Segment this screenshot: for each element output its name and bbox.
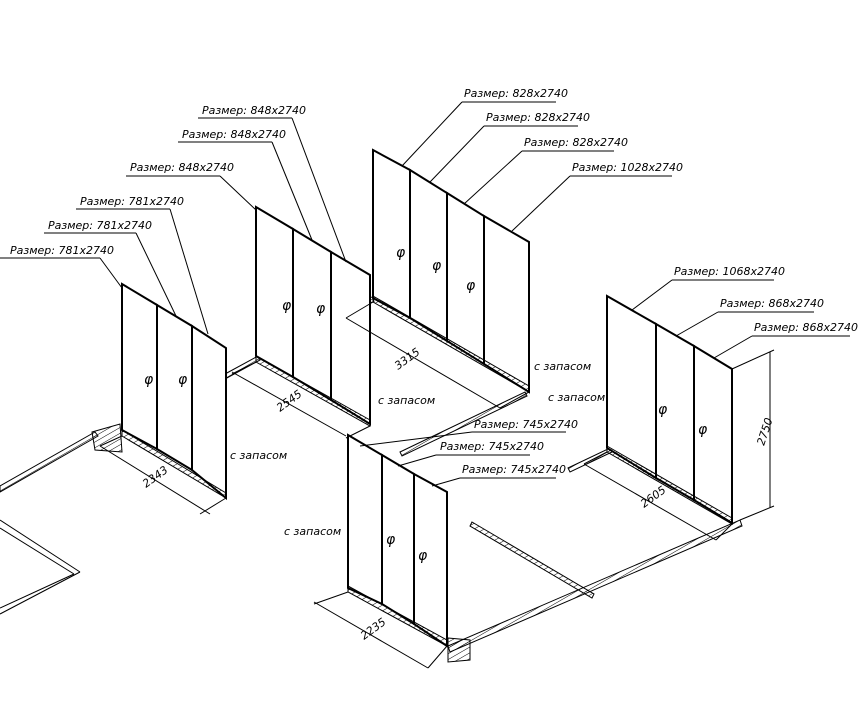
panel-g3-1 <box>372 148 411 320</box>
size-label: Размер: 1068x2740 <box>674 265 785 278</box>
size-label: Размер: 745x2740 <box>462 463 566 476</box>
leader-line <box>431 477 461 487</box>
panel-mark: φ <box>396 245 406 261</box>
leader-line <box>99 257 123 289</box>
leader-line <box>631 279 673 311</box>
panel-g3-2 <box>409 168 448 343</box>
dimension-line <box>99 445 211 515</box>
wall-corner-g4 <box>447 637 471 663</box>
extension-line <box>583 451 608 465</box>
panel-g2-2 <box>292 227 332 402</box>
margin-note: с запасом <box>548 391 605 404</box>
floor-edge-left-3 <box>0 527 75 575</box>
panel-g2-1 <box>255 205 294 379</box>
size-label: Размер: 848x2740 <box>182 128 286 141</box>
wall-strip-g5 <box>567 447 613 473</box>
panel-mark: φ <box>432 258 442 274</box>
panel-mark: φ <box>144 372 154 388</box>
size-label: Размер: 828x2740 <box>486 111 590 124</box>
panel-mark: φ <box>466 278 476 294</box>
extension-line <box>715 523 733 541</box>
dimension-line <box>583 463 717 541</box>
extension-line <box>345 301 374 319</box>
floor-edge-left-2 <box>0 571 81 615</box>
leader-line <box>397 454 437 467</box>
panel-mark: φ <box>698 422 708 438</box>
panel-group-1: φ φ Размер: 781x2740 Размер: 781x2740 Ра… <box>0 195 287 515</box>
dimension-line <box>313 601 429 669</box>
leader-line <box>271 141 313 241</box>
leader-line <box>219 175 257 211</box>
dimension-label: 2235 <box>358 615 388 642</box>
leader-line <box>511 175 571 232</box>
panel-mark: φ <box>282 298 292 314</box>
dimension-label: 3315 <box>392 345 422 372</box>
size-label: Размер: 781x2740 <box>10 244 114 257</box>
size-label: Размер: 848x2740 <box>130 161 234 174</box>
extension-line <box>499 391 530 409</box>
panel-g1-1 <box>121 282 158 451</box>
leader-line <box>169 208 209 335</box>
leader-line <box>429 125 485 183</box>
floor-edge-left-1 <box>0 519 81 573</box>
wall-strip-left <box>0 431 99 493</box>
extension-line <box>427 645 448 669</box>
margin-note: с запасом <box>534 360 591 373</box>
leader-line <box>291 117 347 263</box>
dimension-label: 2605 <box>638 483 668 510</box>
size-label: Размер: 781x2740 <box>48 219 152 232</box>
panel-g4-1 <box>347 433 383 606</box>
margin-note: с запасом <box>230 449 287 462</box>
margin-note: с запасом <box>378 394 435 407</box>
size-label: Размер: 848x2740 <box>202 104 306 117</box>
wall-block-g1 <box>91 423 123 453</box>
dimension-line <box>231 371 347 437</box>
size-label: Размер: 828x2740 <box>464 87 568 100</box>
panel-mark: φ <box>316 301 326 317</box>
margin-note: с запасом <box>284 525 341 538</box>
leader-line <box>135 232 177 317</box>
panel-group-3: φ φ φ Размер: 828x2740 Размер: 828x2740 … <box>345 87 683 409</box>
panel-mark: φ <box>178 372 188 388</box>
wall-strip-g1-g2 <box>224 355 261 379</box>
panel-g1-3 <box>191 324 227 501</box>
panel-group-2: φ φ Размер: 848x2740 Размер: 848x2740 Ра… <box>126 104 435 439</box>
floor-edge-left-4 <box>0 573 75 609</box>
size-label: Размер: 781x2740 <box>80 195 184 208</box>
panel-mark: φ <box>658 402 668 418</box>
wall-strip-middle <box>399 391 528 457</box>
dimension-line <box>345 317 501 409</box>
extension-line <box>313 591 349 605</box>
extension-line <box>731 349 775 370</box>
panel-group-5: φ φ Размер: 1068x2740 Размер: 868x2740 Р… <box>548 265 858 541</box>
extension-line <box>739 505 775 521</box>
extension-line <box>199 497 227 515</box>
dimension-label: 2750 <box>754 416 775 447</box>
leader-line <box>463 150 523 205</box>
size-label: Размер: 828x2740 <box>524 136 628 149</box>
wall-strip-bottom <box>447 519 743 653</box>
size-label: Размер: 868x2740 <box>754 321 858 334</box>
leader-line <box>401 101 463 167</box>
leader-line <box>359 431 473 447</box>
panel-g2-3 <box>330 250 371 426</box>
panel-mark: φ <box>418 548 428 564</box>
wall-strip-center <box>469 521 595 599</box>
size-label: Размер: 745x2740 <box>440 440 544 453</box>
leader-line <box>675 311 719 337</box>
size-label: Размер: 1028x2740 <box>572 161 683 174</box>
extension-line <box>99 435 123 447</box>
size-label: Размер: 868x2740 <box>720 297 824 310</box>
leader-line <box>713 335 753 359</box>
size-label: Размер: 745x2740 <box>474 418 578 431</box>
extension-line <box>231 361 257 375</box>
panel-group-4: φ φ Размер: 745x2740 Размер: 745x2740 Ра… <box>284 418 578 669</box>
panel-mark: φ <box>386 532 396 548</box>
